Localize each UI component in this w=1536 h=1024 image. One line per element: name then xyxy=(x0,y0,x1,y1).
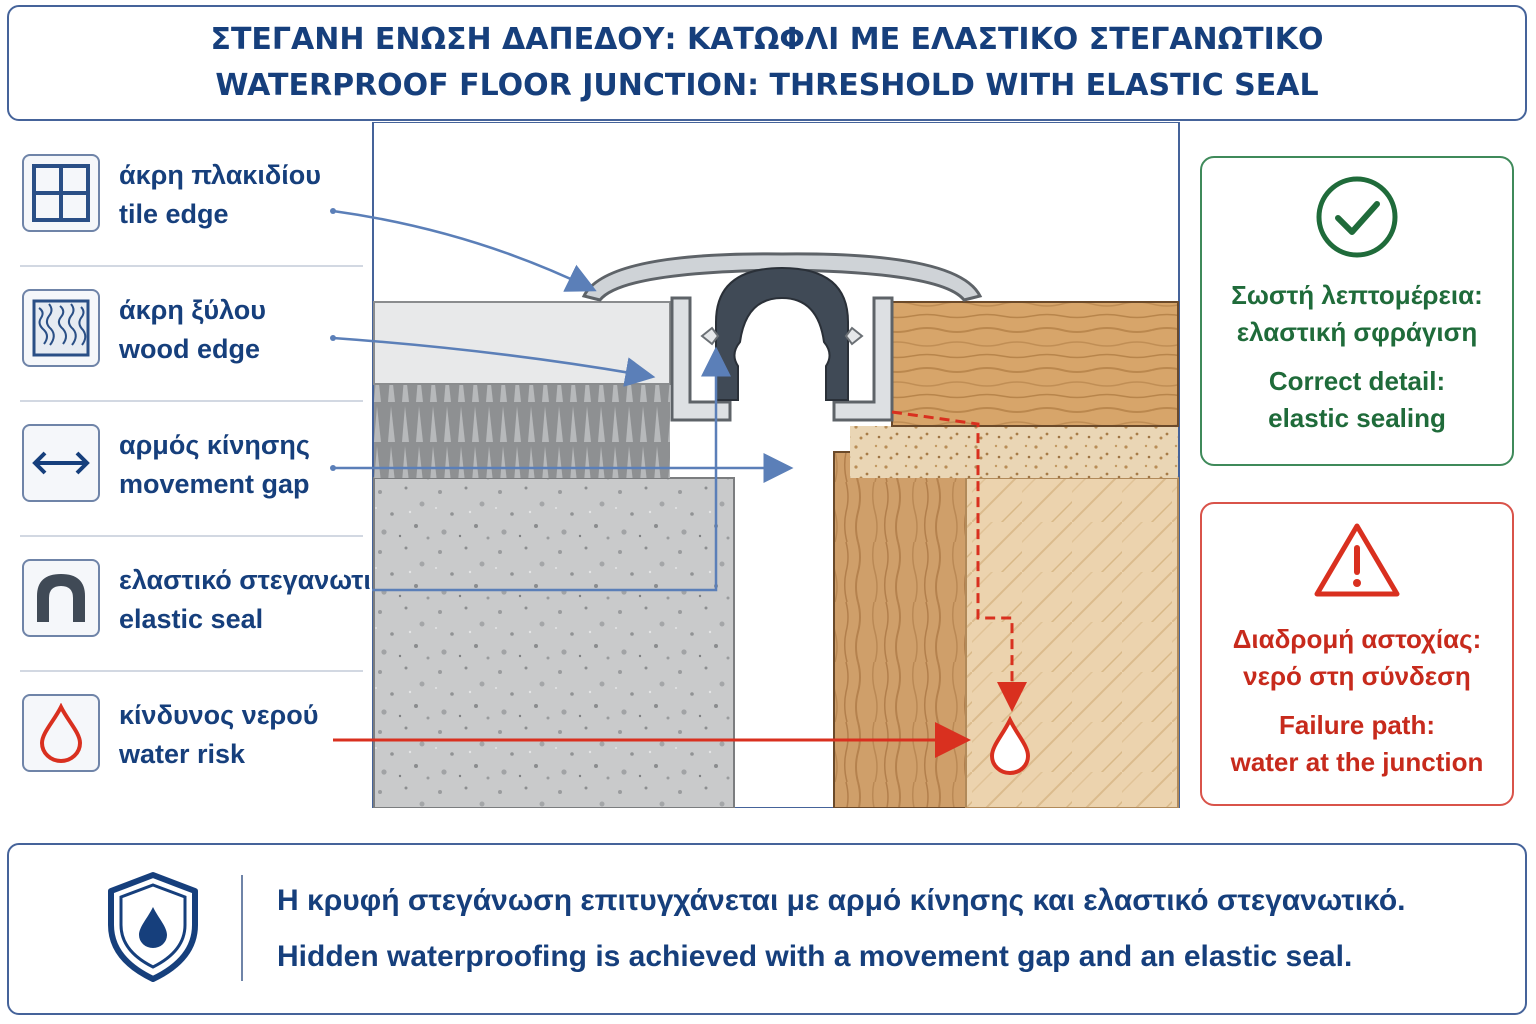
legend-label-english: elastic seal xyxy=(119,604,264,634)
failure-label-greek-1: Διαδρομή αστοχίας: xyxy=(1232,624,1482,654)
underlay-layer xyxy=(850,426,1178,478)
failure-path-panel: Διαδρομή αστοχίας: νερό στη σύνδεση Fail… xyxy=(1200,502,1514,806)
footer-divider xyxy=(241,875,243,981)
legend: άκρη πλακιδίου tile edge άκρη ξύλου wood… xyxy=(18,130,402,805)
wood-plank xyxy=(891,301,1179,427)
correct-label-english-2: elastic sealing xyxy=(1268,403,1446,433)
seal-profile-icon xyxy=(22,559,100,637)
legend-item-elastic-seal: ελαστικό στεγανωτικό elastic seal xyxy=(18,535,402,670)
tile-grid-icon xyxy=(22,154,100,232)
threshold-cap xyxy=(581,252,983,302)
correct-detail-panel: Σωστή λεπτομέρεια: ελαστική σφράγιση Cor… xyxy=(1200,156,1514,466)
legend-item-wood-edge: άκρη ξύλου wood edge xyxy=(18,265,363,400)
failure-label-english-2: water at the junction xyxy=(1230,747,1484,777)
legend-label-english: movement gap xyxy=(119,469,310,499)
title-banner: ΣΤΕΓΑΝΗ ΕΝΩΣΗ ΔΑΠΕΔΟΥ: ΚΑΤΩΦΛΙ ΜΕ ΕΛΑΣΤΙ… xyxy=(7,5,1527,121)
wood-texture-icon xyxy=(22,289,100,367)
warning-triangle-icon xyxy=(1312,520,1402,605)
legend-label-english: tile edge xyxy=(119,199,229,229)
double-arrow-icon xyxy=(22,424,100,502)
elastic-seal xyxy=(715,266,849,401)
profile-right-channel xyxy=(832,296,894,422)
legend-label-greek: αρμός κίνησης xyxy=(119,430,310,460)
legend-label-greek: άκρη πλακιδίου xyxy=(119,160,321,190)
wood-batten xyxy=(833,451,967,808)
concrete-substrate xyxy=(373,477,735,808)
title-english: WATERPROOF FLOOR JUNCTION: THRESHOLD WIT… xyxy=(215,68,1319,103)
failure-label-greek-2: νερό στη σύνδεση xyxy=(1243,661,1471,691)
legend-item-movement-gap: αρμός κίνησης movement gap xyxy=(18,400,363,535)
failure-label-english-1: Failure path: xyxy=(1278,710,1435,740)
water-drop-icon xyxy=(989,715,1031,775)
footer-greek: Η κρυφή στεγάνωση επιτυγχάνεται με αρμό … xyxy=(277,884,1406,917)
shield-drop-icon xyxy=(105,871,201,987)
ceramic-tile xyxy=(373,301,671,385)
correct-label-greek-2: ελαστική σφράγιση xyxy=(1236,317,1478,347)
legend-label-greek: κίνδυνος νερού xyxy=(119,700,319,730)
footer-summary: Η κρυφή στεγάνωση επιτυγχάνεται με αρμό … xyxy=(7,843,1527,1015)
legend-label-greek: άκρη ξύλου xyxy=(119,295,266,325)
check-circle-icon xyxy=(1314,174,1400,265)
footer-english: Hidden waterproofing is achieved with a … xyxy=(277,940,1353,973)
correct-label-english-1: Correct detail: xyxy=(1268,366,1446,396)
legend-label-english: wood edge xyxy=(119,334,260,364)
tile-adhesive xyxy=(374,384,670,478)
legend-label-greek: ελαστικό στεγανωτικό xyxy=(119,565,402,595)
title-greek: ΣΤΕΓΑΝΗ ΕΝΩΣΗ ΔΑΠΕΔΟΥ: ΚΑΤΩΦΛΙ ΜΕ ΕΛΑΣΤΙ… xyxy=(210,22,1324,57)
legend-item-tile-edge: άκρη πλακιδίου tile edge xyxy=(18,130,363,265)
failure-path xyxy=(891,410,1027,712)
threshold-section-diagram xyxy=(372,122,1180,808)
legend-label-english: water risk xyxy=(119,739,246,769)
correct-label-greek-1: Σωστή λεπτομέρεια: xyxy=(1231,280,1483,310)
water-drop-icon xyxy=(22,694,100,772)
legend-item-water-risk: κίνδυνος νερού water risk xyxy=(18,670,363,805)
